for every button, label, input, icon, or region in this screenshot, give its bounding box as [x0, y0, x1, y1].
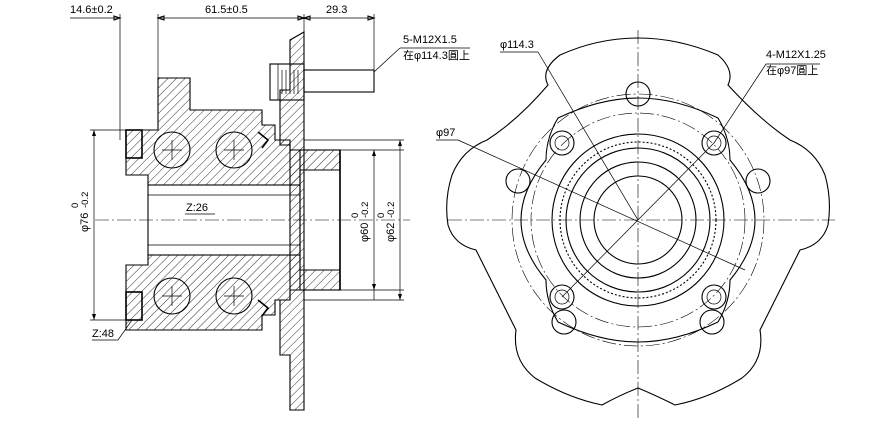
dim-outer-diameter-tol-upper: 0: [70, 203, 81, 208]
bearing-balls-lower: [153, 277, 253, 315]
section-view: [70, 14, 470, 411]
dim-pilot-diameter: φ60: [359, 223, 371, 242]
front-dimension-labels: φ114.3 φ97 4-M12X1.25 在φ97圓上: [436, 39, 826, 139]
pcd-114-circle: [511, 93, 765, 347]
dim-outer-diameter-tol-lower: -0.2: [80, 192, 91, 208]
seal-outer-lower: [257, 299, 270, 317]
dim-bore-diameter: φ62: [385, 223, 397, 242]
dim-spline-teeth: Z:26: [186, 202, 208, 214]
wheel-stud: [269, 63, 375, 101]
label-pcd-114: φ114.3: [500, 39, 534, 51]
dim-bore-diameter-tol-lower: -0.2: [386, 202, 397, 218]
dim-outer-diameter: φ76: [79, 213, 91, 232]
dim-pilot-diameter-tol-lower: -0.2: [360, 202, 371, 218]
seal-inner-upper: [125, 129, 143, 159]
label-pcd-97: φ97: [436, 127, 455, 139]
bearing-balls-upper: [153, 131, 253, 169]
inner-ring: [565, 147, 711, 293]
dim-pilot-diameter-tol-upper: 0: [350, 213, 361, 218]
dim-flange-offset: 14.6±0.2: [70, 4, 113, 16]
label-mount-bolt-pcd: 在φ97圓上: [766, 64, 818, 77]
dim-abs-teeth: Z:48: [92, 328, 114, 340]
pcd-97-circle: [530, 112, 746, 328]
hub-bore-ring: [593, 175, 683, 265]
dim-bore-diameter-tol-upper: 0: [376, 213, 387, 218]
front-view: [436, 30, 835, 420]
seal-inner-lower: [125, 291, 143, 321]
abs-tone-ring-outer: [551, 133, 725, 307]
dim-stud-pcd: 在φ114.3圓上: [403, 49, 470, 62]
flange-outline: [446, 37, 831, 406]
dim-stud-length: 29.3: [326, 4, 347, 16]
label-mount-bolt-spec: 4-M12X1.25: [766, 49, 826, 61]
wheel-stud-holes: [505, 81, 771, 335]
mount-bolt-holes: [549, 130, 727, 310]
hub-body-lower: [125, 254, 341, 331]
dim-hub-length: 61.5±0.5: [205, 4, 248, 16]
abs-tone-ring-inner: [559, 141, 717, 299]
dim-stud-spec: 5-M12X1.5: [403, 34, 457, 46]
seal-outer-upper: [257, 131, 270, 149]
hub-pilot-ring: [579, 161, 697, 279]
section-dimension-labels: 14.6±0.2 61.5±0.5 29.3 5-M12X1.5 在φ114.3…: [70, 4, 470, 340]
mount-boss: [520, 97, 756, 343]
